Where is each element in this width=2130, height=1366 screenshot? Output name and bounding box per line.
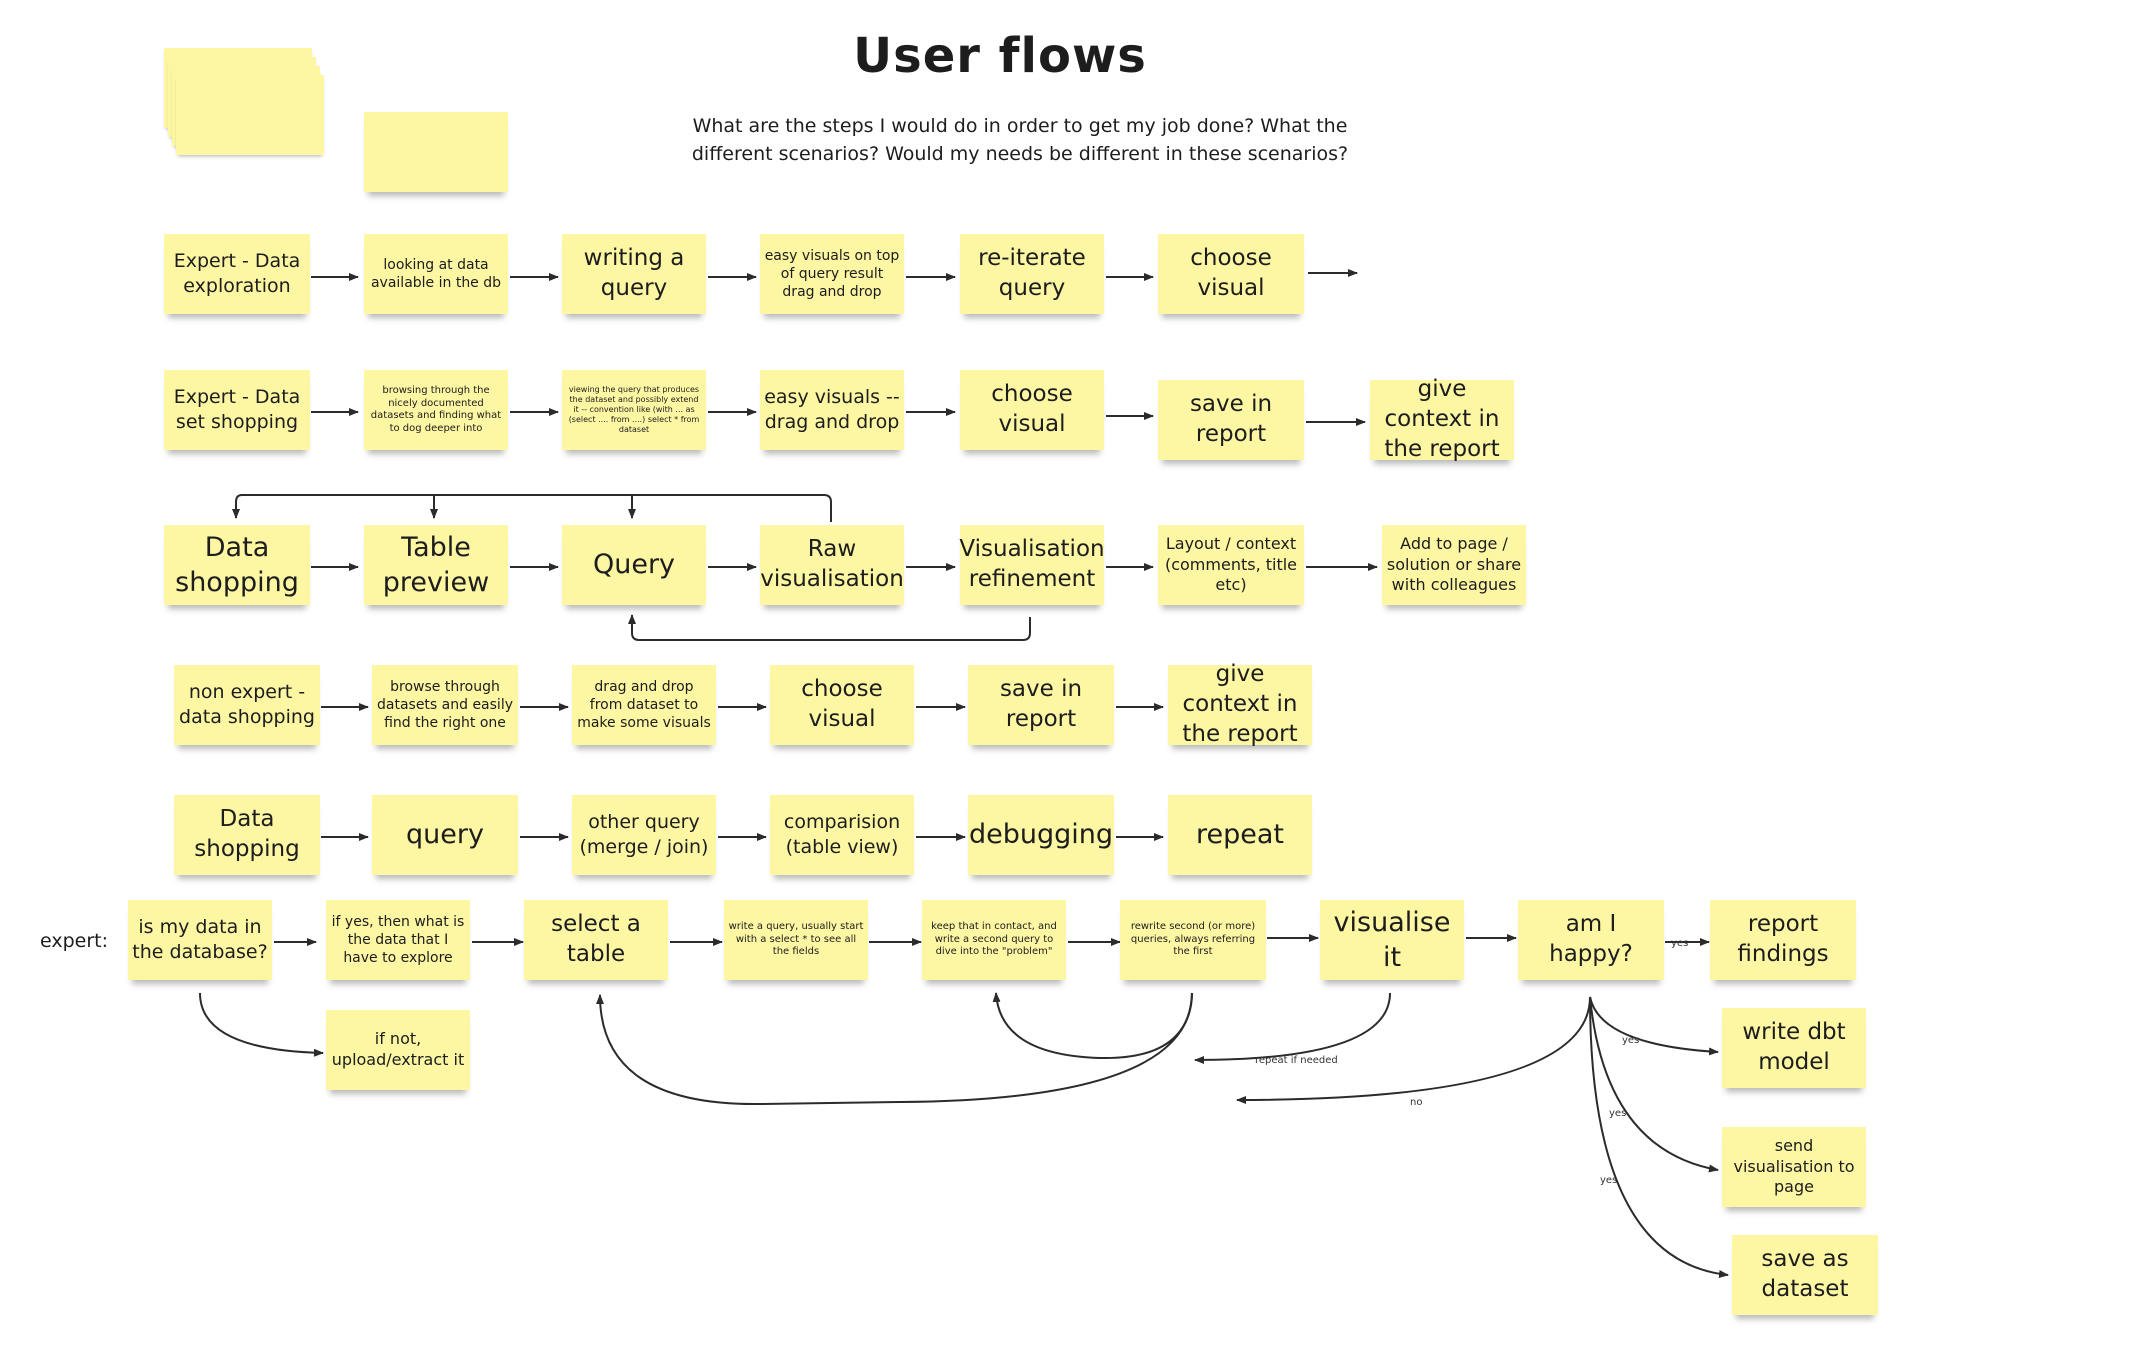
note-r2-7[interactable]: give context in the report xyxy=(1370,376,1514,462)
note-r6-7[interactable]: visualise it xyxy=(1320,900,1464,980)
note-r2-2[interactable]: browsing through the nicely documented d… xyxy=(364,370,508,450)
note-r6-2[interactable]: if yes, then what is the data that I hav… xyxy=(326,900,470,980)
note-write-dbt[interactable]: write dbt model xyxy=(1722,1008,1866,1088)
note-r3-6[interactable]: Layout / context (comments, title etc) xyxy=(1158,525,1304,605)
note-r6-1[interactable]: is my data in the database? xyxy=(128,900,272,980)
note-r6-9[interactable]: report findings xyxy=(1710,900,1856,980)
note-r5-1[interactable]: Data shopping xyxy=(174,795,320,875)
note-r6-8[interactable]: am I happy? xyxy=(1518,900,1664,980)
note-r3-2[interactable]: Table preview xyxy=(364,525,508,605)
note-r4-4[interactable]: choose visual xyxy=(770,665,914,745)
note-r6-3[interactable]: select a table xyxy=(524,900,668,980)
arrow-if-not[interactable] xyxy=(199,992,324,1057)
note-r5-5[interactable]: debugging xyxy=(968,795,1114,875)
arrow-yes-dbt[interactable] xyxy=(1589,996,1719,1056)
note-r3-3[interactable]: Query xyxy=(562,525,706,605)
edge-label-yes-dbt: yes xyxy=(1622,1035,1639,1046)
note-r4-2[interactable]: browse through datasets and easily find … xyxy=(372,665,518,745)
note-r1-5[interactable]: re-iterate query xyxy=(960,234,1104,314)
note-r4-3[interactable]: drag and drop from dataset to make some … xyxy=(572,665,716,745)
note-r4-6[interactable]: give context in the report xyxy=(1168,661,1312,747)
note-r2-4[interactable]: easy visuals -- drag and drop xyxy=(760,370,904,450)
subtitle-line-1: What are the steps I would do in order t… xyxy=(692,115,1348,137)
note-r6-4[interactable]: write a query, usually start with a sele… xyxy=(724,900,868,980)
edge-label-repeat: repeat if needed xyxy=(1255,1055,1338,1066)
note-r4-1[interactable]: non expert - data shopping xyxy=(174,665,320,745)
note-r1-6[interactable]: choose visual xyxy=(1158,234,1304,314)
arrow-yes-send[interactable] xyxy=(1589,996,1719,1173)
loop-repeat-if-needed[interactable] xyxy=(1194,992,1391,1064)
note-r5-4[interactable]: comparision (table view) xyxy=(770,795,914,875)
loop-rewrite-to-keep[interactable] xyxy=(992,992,1193,1060)
edge-label-yes-send: yes xyxy=(1609,1108,1626,1119)
note-r6-5[interactable]: keep that in contact, and write a second… xyxy=(922,900,1066,980)
edge-label-no: no xyxy=(1410,1097,1422,1108)
note-r5-2[interactable]: query xyxy=(372,795,518,875)
edge-label-yes-dataset: yes xyxy=(1600,1175,1617,1186)
note-r1-2[interactable]: looking at data available in the db xyxy=(364,234,508,314)
loop-rewrite-to-select[interactable] xyxy=(596,992,1193,1106)
note-send-visualisation[interactable]: send visualisation to page xyxy=(1722,1127,1866,1207)
note-r3-7[interactable]: Add to page / solution or share with col… xyxy=(1382,525,1526,605)
board-subtitle: What are the steps I would do in order t… xyxy=(690,112,1350,168)
blank-sticky-note[interactable] xyxy=(364,112,508,192)
note-r4-5[interactable]: save in report xyxy=(968,665,1114,745)
note-r2-1[interactable]: Expert - Data set shopping xyxy=(164,370,310,450)
note-r2-5[interactable]: choose visual xyxy=(960,370,1104,450)
board-title: User flows xyxy=(853,28,1147,84)
sticky-stack-layer-4[interactable] xyxy=(176,75,324,155)
note-r3-5[interactable]: Visualisation refinement xyxy=(959,525,1105,605)
edge-label-yes-report: yes xyxy=(1671,938,1688,949)
note-r6-6[interactable]: rewrite second (or more) queries, always… xyxy=(1120,900,1266,980)
loopback-top[interactable] xyxy=(232,494,832,522)
note-if-not[interactable]: if not, upload/extract it xyxy=(326,1010,470,1090)
note-r1-3[interactable]: writing a query xyxy=(562,234,706,314)
loopback-bottom[interactable] xyxy=(628,614,1031,641)
note-r1-1[interactable]: Expert - Data exploration xyxy=(164,234,310,314)
note-r2-6[interactable]: save in report xyxy=(1158,380,1304,460)
note-r5-3[interactable]: other query (merge / join) xyxy=(572,795,716,875)
note-r3-1[interactable]: Data shopping xyxy=(164,525,310,605)
note-r2-3[interactable]: viewing the query that produces the data… xyxy=(562,370,706,450)
subtitle-line-2: different scenarios? Would my needs be d… xyxy=(691,143,1349,165)
arrow-yes-dataset[interactable] xyxy=(1589,996,1729,1278)
note-r3-4[interactable]: Raw visualisation xyxy=(760,525,904,605)
loop-no[interactable] xyxy=(1236,996,1591,1104)
note-r1-4[interactable]: easy visuals on top of query result drag… xyxy=(760,234,904,314)
note-r5-6[interactable]: repeat xyxy=(1168,795,1312,875)
note-save-dataset[interactable]: save as dataset xyxy=(1732,1235,1878,1315)
expert-row-label: expert: xyxy=(40,930,109,952)
